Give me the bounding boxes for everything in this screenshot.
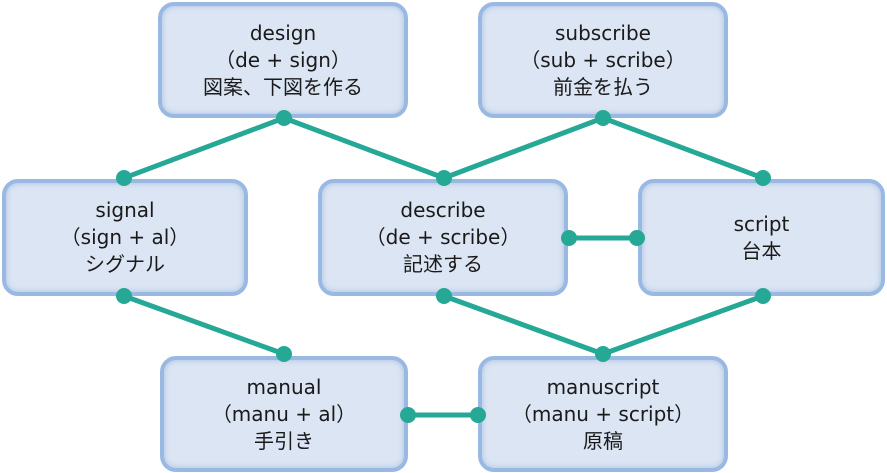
edge-subscribe-describe — [443, 115, 604, 181]
node-meaning: 台本 — [741, 238, 782, 263]
node-word: subscribe — [555, 20, 651, 45]
edge-script-manuscript — [602, 293, 764, 357]
node-meaning: 前金を払う — [553, 74, 653, 99]
node-meaning: 記述する — [403, 252, 483, 276]
node-parts: （manu + al） — [211, 401, 357, 426]
edge-design-signal — [123, 115, 285, 181]
node-word: manual — [246, 374, 322, 399]
node-meaning: 手引き — [254, 428, 314, 453]
node-script[interactable]: script 台本 — [638, 179, 885, 296]
node-subscribe[interactable]: subscribe （sub + scribe） 前金を払う — [478, 2, 728, 118]
node-parts: （de + scribe） — [365, 225, 521, 249]
node-signal[interactable]: signal （sign + al） シグナル — [2, 179, 248, 296]
node-parts: （sub + scribe） — [520, 47, 686, 72]
node-parts: （sign + al） — [60, 225, 190, 249]
node-parts: （manu + script） — [511, 401, 695, 426]
node-design[interactable]: design （de + sign） 図案、下図を作る — [158, 2, 408, 118]
edge-design-describe — [283, 115, 445, 181]
node-word: manuscript — [546, 374, 660, 399]
node-manuscript[interactable]: manuscript （manu + script） 原稿 — [478, 356, 728, 472]
node-meaning: 図案、下図を作る — [203, 74, 363, 99]
edge-signal-manual — [123, 293, 285, 357]
node-word: signal — [95, 198, 155, 222]
node-word: script — [733, 211, 790, 236]
node-meaning: 原稿 — [583, 428, 623, 453]
node-word: design — [249, 20, 317, 45]
edge-subscribe-script — [602, 115, 764, 181]
edge-describe-manuscript — [443, 293, 604, 357]
node-meaning: シグナル — [85, 252, 165, 276]
node-word: describe — [400, 198, 486, 222]
node-parts: （de + sign） — [215, 47, 351, 72]
